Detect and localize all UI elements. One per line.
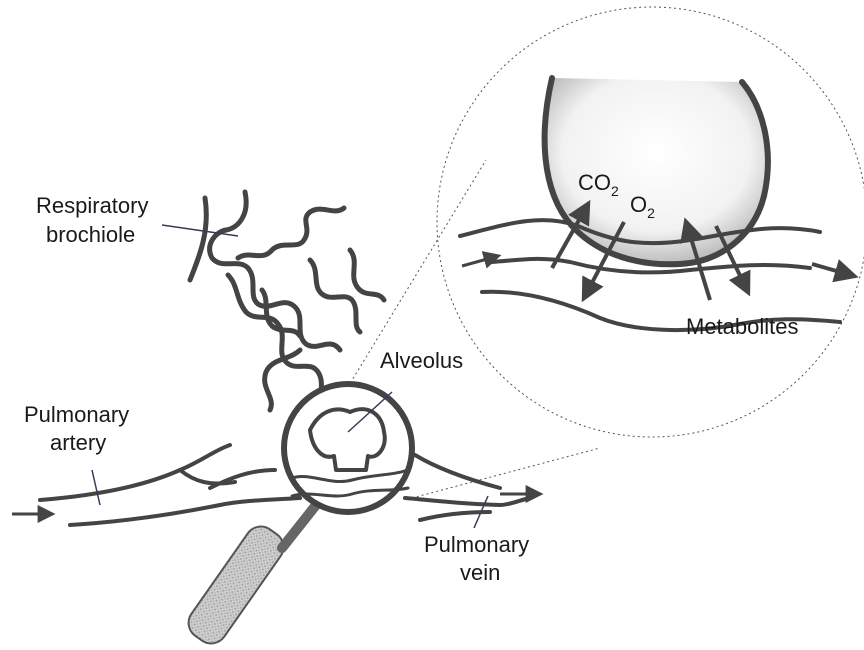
zoom-line-lower <box>412 448 600 498</box>
flow-arrow-icon <box>812 264 854 276</box>
pulmonary-artery-drawing <box>40 445 300 525</box>
o2-base: O <box>630 192 647 217</box>
magnifier-lens <box>284 384 412 512</box>
magnifier-handle <box>182 520 289 649</box>
label-metabolites: Metabolites <box>686 314 799 339</box>
co2-sub: 2 <box>611 183 619 199</box>
label-pulmonary-artery-2: artery <box>50 430 106 455</box>
magnifier-icon <box>182 384 412 650</box>
co2-base: CO <box>578 170 611 195</box>
leader-artery <box>92 470 100 505</box>
o2-sub: 2 <box>647 205 655 221</box>
label-brochiole: brochiole <box>46 222 135 247</box>
label-respiratory: Respiratory <box>36 193 148 218</box>
label-pulmonary-vein-2: vein <box>460 560 500 585</box>
respiratory-bronchiole-drawing <box>190 192 384 410</box>
label-alveolus: Alveolus <box>380 348 463 373</box>
label-pulmonary-artery-1: Pulmonary <box>24 402 129 427</box>
magnifier-neck <box>282 500 320 548</box>
label-pulmonary-vein-1: Pulmonary <box>424 532 529 557</box>
pulmonary-vein-drawing <box>405 455 530 520</box>
